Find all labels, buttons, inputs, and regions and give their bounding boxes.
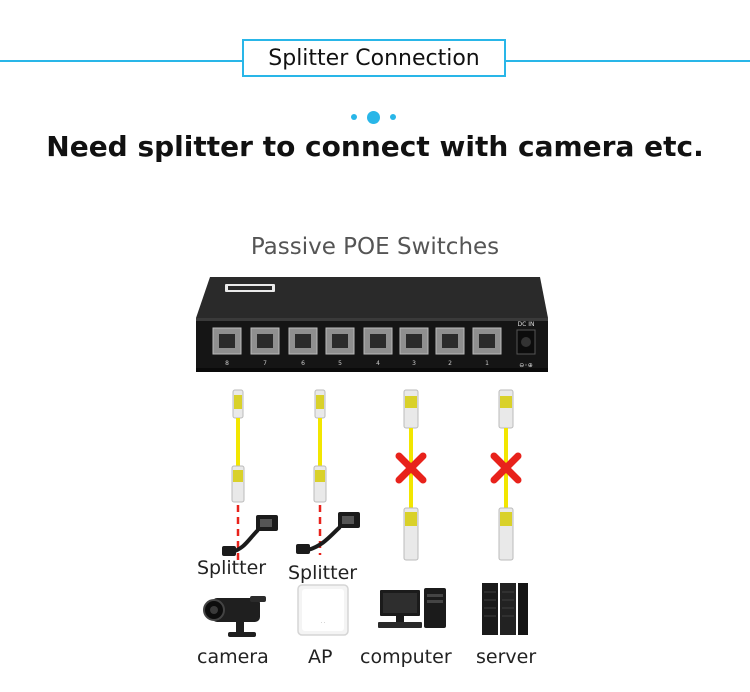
computer-icon <box>378 588 446 628</box>
cable-server <box>490 389 522 561</box>
splitter-icon <box>296 512 360 554</box>
server-icon <box>482 583 528 635</box>
splitter-label: Splitter <box>288 562 358 584</box>
header-line-right <box>506 60 750 62</box>
cable-camera <box>231 389 245 560</box>
device-label-computer: computer <box>360 646 452 668</box>
port-number: 8 <box>225 360 229 367</box>
switch-title: Passive POE Switches <box>250 234 500 260</box>
header-line-left <box>0 60 242 62</box>
splitter-icon <box>222 515 278 556</box>
cable-computer <box>395 389 427 561</box>
camera-icon <box>203 596 266 637</box>
device-label-server: server <box>476 646 537 668</box>
section-title: Splitter Connection <box>242 39 506 77</box>
svg-text:⊖◦⊕: ⊖◦⊕ <box>519 362 533 369</box>
access-point-icon: · · <box>297 584 349 636</box>
svg-text:· ·: · · <box>321 620 326 626</box>
port-number: 2 <box>448 360 452 367</box>
splitter-label: Splitter <box>197 557 267 579</box>
poe-switch: DC IN ⊖◦⊕ 8 7 6 5 4 3 2 1 <box>196 277 548 372</box>
port-number: 6 <box>301 360 305 367</box>
port-number: 7 <box>263 360 267 367</box>
cross-icon <box>490 452 522 484</box>
port-number: 1 <box>485 360 489 367</box>
headline: Need splitter to connect with camera etc… <box>46 130 704 163</box>
dc-in-label: DC IN <box>518 321 535 328</box>
port-number: 4 <box>376 360 380 367</box>
port-number: 3 <box>412 360 416 367</box>
cable-ap <box>313 389 327 555</box>
device-label-ap: AP <box>308 646 333 668</box>
cross-icon <box>395 452 427 484</box>
brand-logo <box>225 284 275 292</box>
port-number: 5 <box>338 360 342 367</box>
device-label-camera: camera <box>197 646 269 668</box>
decorative-dots <box>350 110 400 124</box>
